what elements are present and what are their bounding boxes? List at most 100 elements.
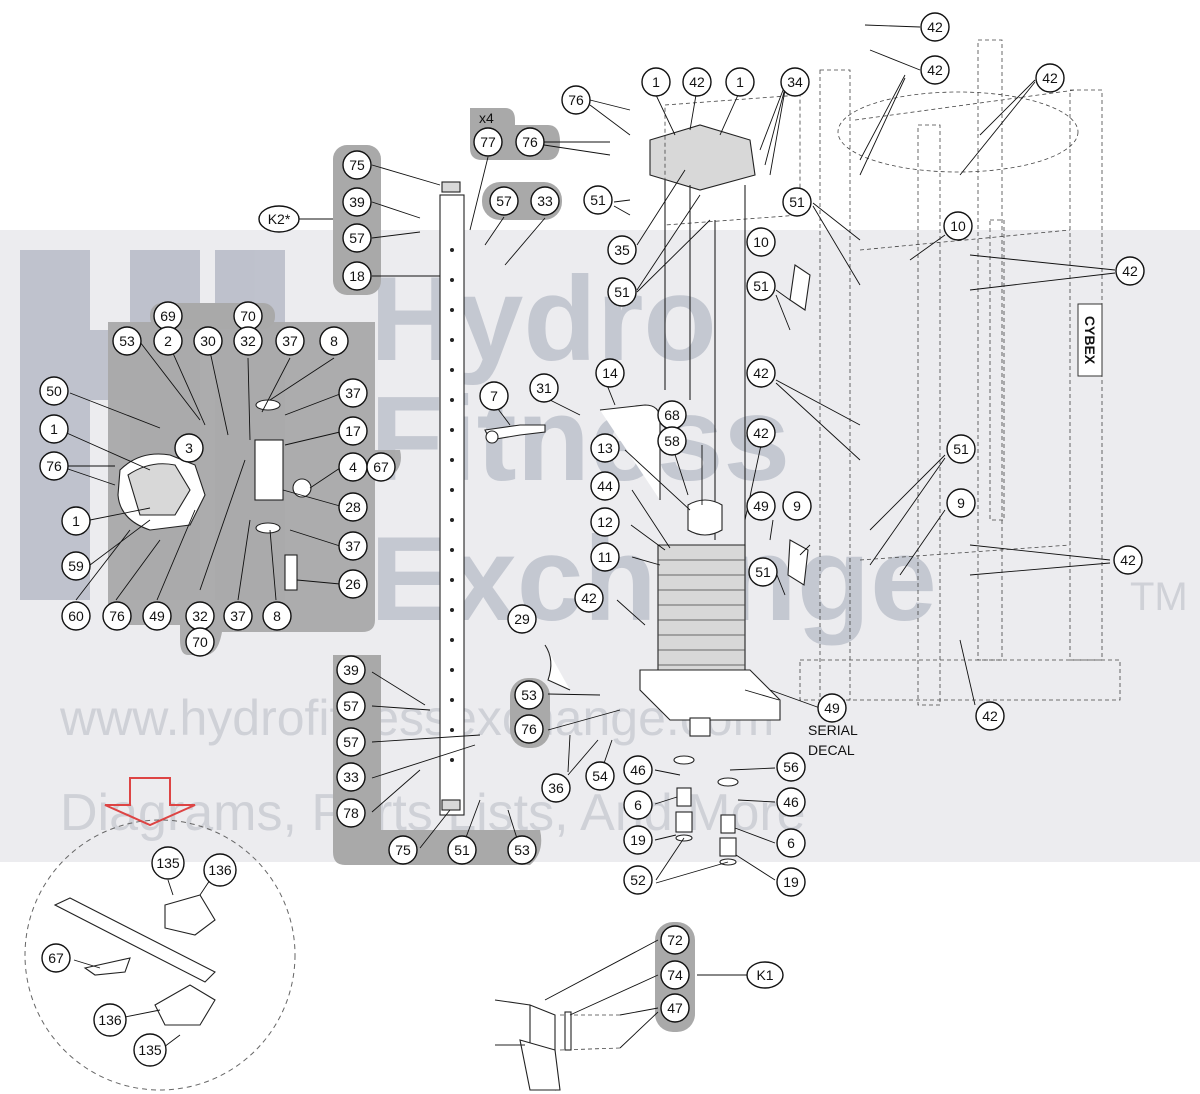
callout-number: 1	[50, 421, 58, 437]
callout-2: 2	[153, 326, 183, 356]
callout-37: 37	[338, 378, 368, 408]
callout-number: 39	[343, 662, 359, 678]
callout-1: 1	[61, 506, 91, 536]
callout-33: 33	[530, 186, 560, 216]
callout-number: 67	[48, 950, 64, 966]
x4-label: x4	[479, 110, 494, 126]
callout-42: 42	[574, 583, 604, 613]
callout-number: 75	[349, 157, 365, 173]
callout-circle	[447, 835, 477, 865]
callout-17: 17	[338, 416, 368, 446]
callout-number: 78	[343, 805, 359, 821]
callout-circle	[746, 358, 776, 388]
handle-assembly	[484, 404, 661, 691]
callout-19: 19	[776, 867, 806, 897]
callout-44: 44	[590, 471, 620, 501]
callout-circle	[583, 185, 613, 215]
callout-37: 37	[275, 326, 305, 356]
callout-number: 31	[536, 380, 552, 396]
callout-50: 50	[39, 376, 69, 406]
callout-136: 136	[93, 1003, 127, 1037]
spacer-6a	[676, 787, 692, 807]
callout-39: 39	[342, 187, 372, 217]
serial-decal-label-2: DECAL	[808, 742, 855, 758]
callout-circle	[342, 261, 372, 291]
callout-number: 1	[736, 74, 744, 90]
callout-number: 54	[592, 768, 608, 784]
callout-circle	[1115, 256, 1145, 286]
callout-135: 135	[151, 846, 185, 880]
callout-3: 3	[174, 433, 204, 463]
callout-number: 4	[349, 459, 357, 475]
base-carriage	[639, 669, 781, 721]
callout-number: 10	[753, 234, 769, 250]
callout-69: 69	[153, 301, 183, 331]
callout-circle	[262, 601, 292, 631]
callout-circle	[1035, 63, 1065, 93]
callout-number: 37	[345, 538, 361, 554]
pin-26	[284, 554, 298, 591]
callout-70: 70	[185, 627, 215, 657]
bushing-56b	[717, 777, 739, 787]
callout-circle	[39, 451, 69, 481]
callout-32: 32	[233, 326, 263, 356]
frame-cross-members	[854, 89, 1076, 561]
callout-circle	[142, 601, 172, 631]
callout-circle	[479, 381, 509, 411]
callout-number: 42	[1122, 263, 1138, 279]
callout-number: 49	[149, 608, 165, 624]
callout-9: 9	[946, 488, 976, 518]
callout-circle	[342, 223, 372, 253]
callout-number: 47	[667, 1000, 683, 1016]
callout-circle	[151, 846, 185, 880]
callout-49: 49	[746, 491, 776, 521]
callout-circle	[338, 569, 368, 599]
callout-circle	[530, 186, 560, 216]
callout-number: 70	[192, 634, 208, 650]
callout-6: 6	[776, 828, 806, 858]
pulley-13	[687, 499, 723, 536]
callout-51: 51	[782, 187, 812, 217]
callout-number: 6	[787, 835, 795, 851]
callout-42: 42	[1113, 545, 1143, 575]
callout-number: 49	[753, 498, 769, 514]
callout-number: 29	[514, 611, 530, 627]
callout-58: 58	[657, 426, 687, 456]
spacer-6b	[720, 814, 736, 834]
guide-column-holes	[450, 248, 454, 762]
callout-number: 42	[1042, 70, 1058, 86]
callout-circle	[61, 506, 91, 536]
leader-lines	[59, 24, 1116, 1051]
callout-number: 28	[345, 499, 361, 515]
callout-49: 49	[817, 693, 847, 723]
callout-circle	[776, 787, 806, 817]
callout-number: 51	[753, 278, 769, 294]
callout-number: 42	[581, 590, 597, 606]
bushing-19b	[719, 837, 737, 857]
frame-top-ring	[837, 91, 1079, 173]
serial-decal-plate	[689, 717, 711, 737]
callout-number: 17	[345, 423, 361, 439]
callout-46: 46	[623, 755, 653, 785]
callout-circle	[342, 187, 372, 217]
callout-number: 69	[160, 308, 176, 324]
arm-assembly	[117, 399, 312, 591]
callout-circle	[590, 433, 620, 463]
callout-circle	[590, 507, 620, 537]
callout-number: 136	[208, 862, 232, 878]
callout-number: 44	[597, 478, 613, 494]
callout-57: 57	[336, 691, 366, 721]
callout-number: 13	[597, 440, 613, 456]
callout-13: 13	[590, 433, 620, 463]
callout-number: 75	[395, 842, 411, 858]
k1-label: K1	[756, 967, 773, 983]
k2-label: K2*	[268, 211, 291, 227]
callout-37: 37	[338, 531, 368, 561]
callout-number: 10	[950, 218, 966, 234]
shroud-inner	[127, 463, 191, 516]
callout-number: 30	[200, 333, 216, 349]
callout-circle	[946, 488, 976, 518]
callout-number: 32	[192, 608, 208, 624]
callout-76: 76	[515, 127, 545, 157]
